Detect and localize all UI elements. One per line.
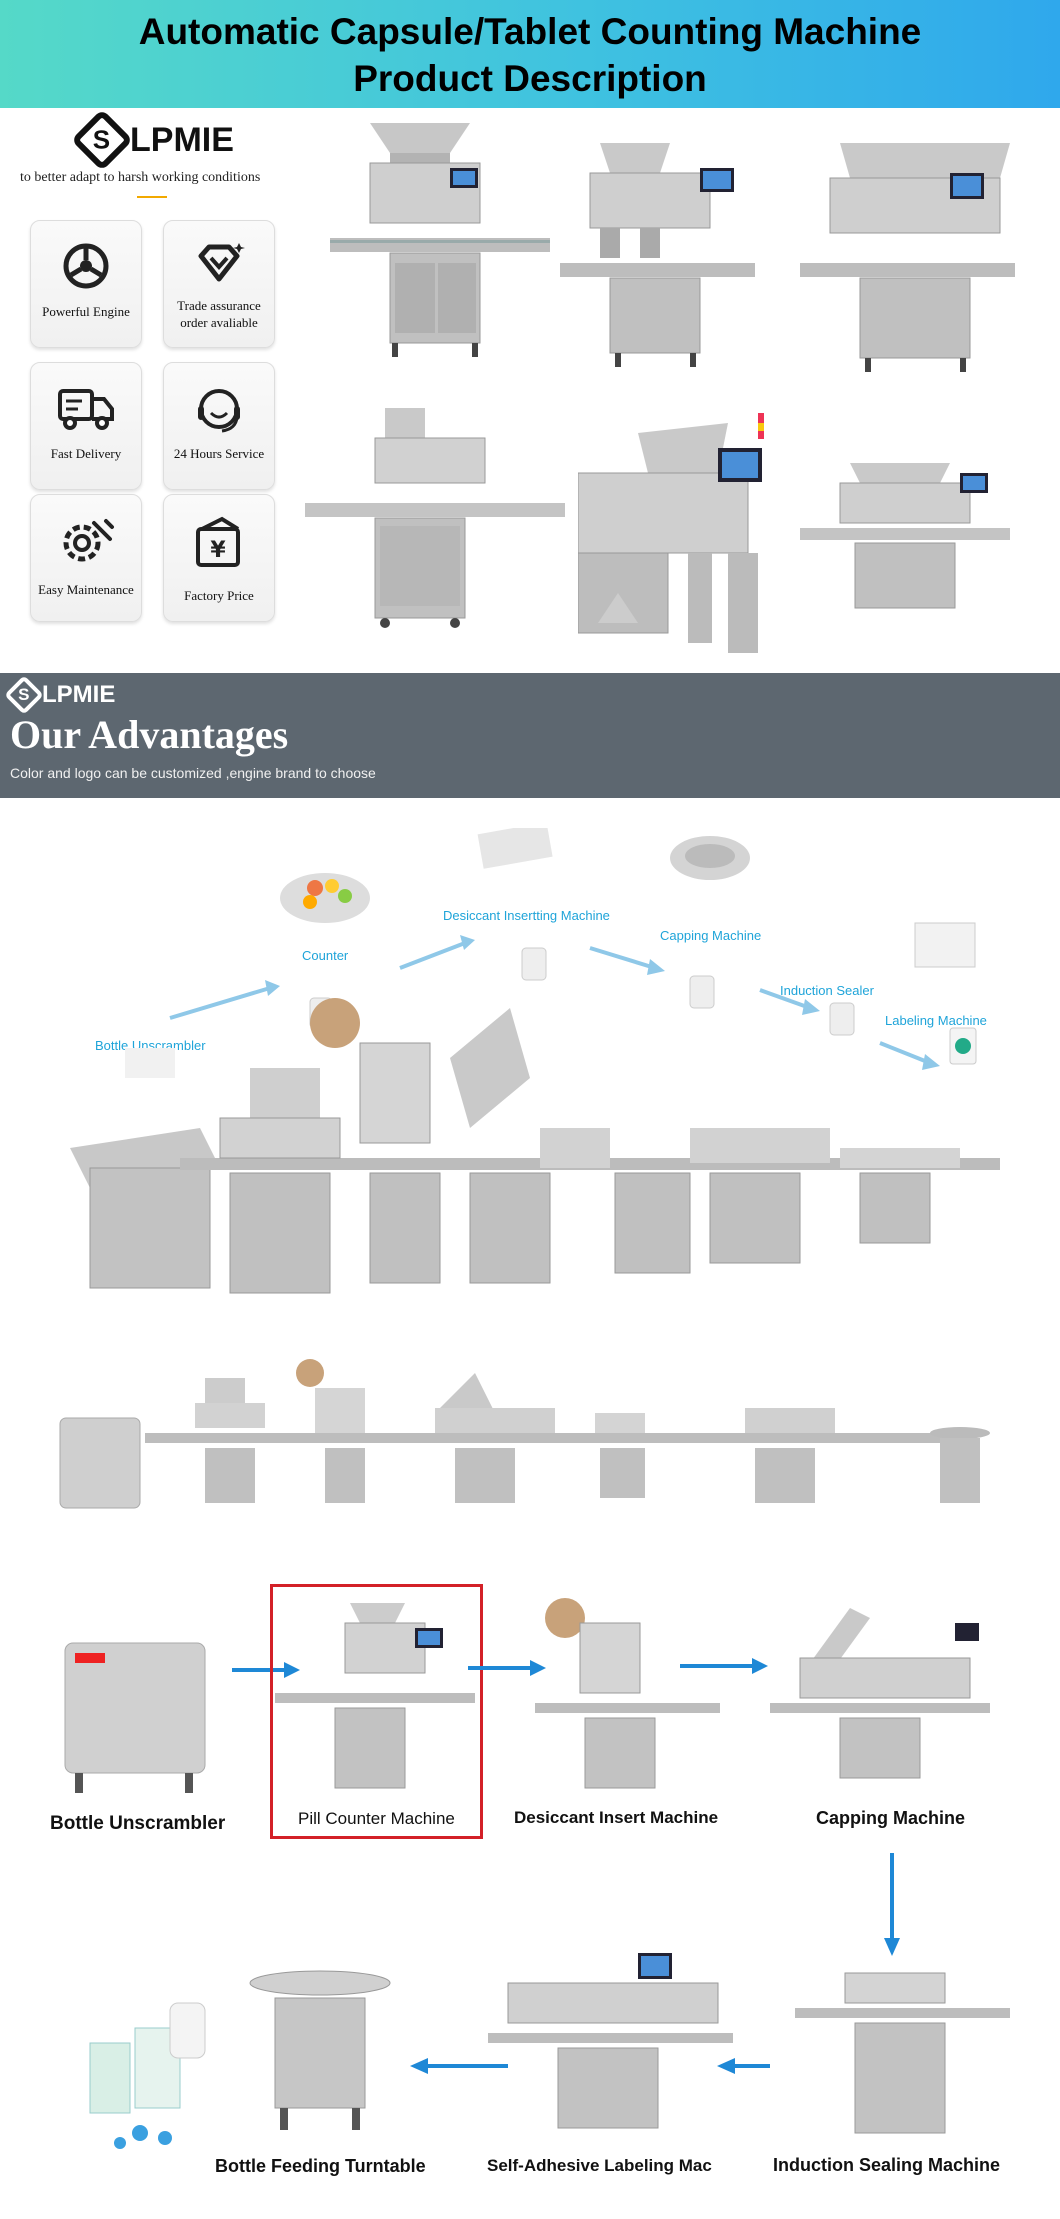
flow-arrow-left-icon (410, 2058, 508, 2074)
logo-letter: S (18, 685, 30, 704)
flow-arrow-icon (232, 1662, 300, 1678)
production-flow-section: Bottle Unscrambler Counter Desiccant Ins… (0, 798, 1060, 2219)
caption-desiccant: Desiccant Insertting Machine (443, 908, 610, 923)
desiccant-insert-machine-image (535, 1598, 720, 1789)
svg-text:¥: ¥ (210, 538, 226, 563)
headset-icon (198, 389, 240, 433)
flow-arrow-icon (680, 1658, 768, 1674)
advantages-subtitle: Color and logo can be customized ,engine… (10, 765, 376, 781)
banner-title-line1: Automatic Capsule/Tablet Counting Machin… (138, 11, 922, 52)
caption-counter: Counter (302, 948, 349, 963)
price-tag-icon: ¥ (196, 516, 240, 567)
feature-card-trade: Trade assurance order avaliable (163, 220, 275, 348)
advantages-title: Our Advantages (10, 712, 289, 757)
feature-label: Trade assurance order avaliable (177, 298, 261, 330)
diamond-icon (198, 243, 245, 282)
feature-card-price: ¥ Factory Price (163, 494, 275, 622)
feature-card-maintenance: Easy Maintenance (30, 494, 142, 622)
production-line-overview-image (70, 828, 1000, 1294)
logo-letter: S (93, 124, 111, 155)
bottle-feeding-turntable-image (249, 1970, 391, 2130)
step-label-turntable: Bottle Feeding Turntable (215, 2156, 426, 2176)
flow-arrow-down-icon (884, 1853, 900, 1956)
feature-label: Easy Maintenance (38, 582, 134, 597)
highlight-box (270, 1584, 483, 1839)
production-line-side-image (59, 1359, 990, 1509)
brand-logo: S LPMIE (70, 108, 234, 172)
feature-label: Fast Delivery (50, 446, 122, 461)
title-banner: Automatic Capsule/Tablet Counting Machin… (0, 0, 1060, 108)
caption-induction: Induction Sealer (780, 983, 874, 998)
counting-machine-image (305, 408, 565, 628)
feature-card-engine: Powerful Engine (30, 220, 142, 348)
pill-counter-machine-image (275, 1603, 475, 1789)
feature-card-service: 24 Hours Service (163, 362, 275, 490)
feature-label: 24 Hours Service (173, 446, 265, 461)
capping-machine-image (770, 1608, 990, 1779)
truck-icon (58, 389, 114, 430)
engine-wheel-icon (63, 243, 109, 289)
step-label-induction: Induction Sealing Machine (773, 2155, 1001, 2175)
brand-tagline: to better adapt to harsh working conditi… (20, 170, 261, 185)
counting-machine-image (800, 143, 1015, 372)
tagline-underline (137, 196, 167, 198)
step-label-unscrambler: Bottle Unscrambler (50, 1813, 226, 1834)
labeling-machine-image (488, 1953, 733, 2129)
counting-machine-image (578, 413, 764, 653)
banner-title-line2: Product Description (353, 58, 707, 99)
step-label-desiccant: Desiccant Insert Machine (514, 1808, 719, 1827)
step-label-pill-counter: Pill Counter Machine (298, 1809, 455, 1828)
logo-word: LPMIE (42, 681, 116, 708)
caption-capping: Capping Machine (660, 928, 762, 943)
feature-card-delivery: Fast Delivery (30, 362, 142, 490)
step-label-capping: Capping Machine (816, 1808, 966, 1828)
feature-label: Powerful Engine (42, 304, 130, 319)
feature-label: Factory Price (184, 588, 254, 603)
counting-machine-image (330, 123, 550, 357)
caption-labeling: Labeling Machine (885, 1013, 987, 1028)
step-label-labeling: Self-Adhesive Labeling Mac (487, 2156, 712, 2175)
flow-arrow-icon (468, 1660, 546, 1676)
features-section: S LPMIE to better adapt to harsh working… (0, 108, 1060, 673)
advantages-band: S LPMIE Our Advantages Color and logo ca… (0, 673, 1060, 798)
flow-arrow-left-icon (717, 2058, 770, 2074)
logo-word: LPMIE (130, 120, 234, 159)
caption-unscrambler: Bottle Unscrambler (95, 1038, 206, 1053)
counting-machine-image (800, 463, 1010, 609)
induction-sealing-machine-image (795, 1972, 1010, 2134)
counting-machine-image (560, 143, 755, 367)
gear-wrench-icon (63, 519, 114, 562)
advantages-logo: S LPMIE (4, 675, 116, 715)
product-bottles-image (89, 2002, 206, 2149)
bottle-unscrambler-image (64, 1642, 206, 1793)
